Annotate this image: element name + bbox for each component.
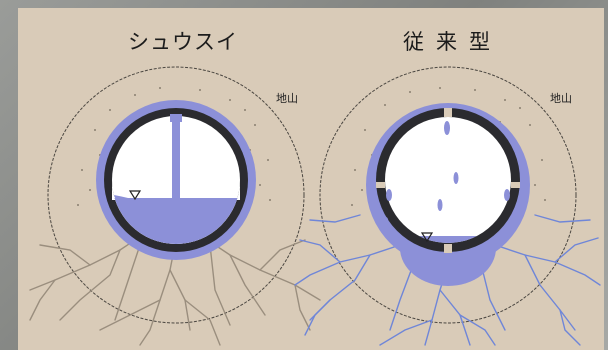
right-pooled-water bbox=[385, 236, 511, 243]
right-tunnel-interior bbox=[385, 117, 511, 243]
left-water-level-mark bbox=[128, 190, 142, 201]
left-tunnel-cross-section bbox=[96, 100, 256, 260]
right-leak-drops bbox=[383, 121, 510, 227]
left-ground-label: 地山 bbox=[276, 92, 298, 105]
right-tunnel-cross-section bbox=[366, 103, 530, 286]
right-diagram-title: 従来型 bbox=[403, 30, 502, 54]
left-ground-boundary bbox=[47, 66, 305, 324]
left-diagram-title: シュウスイ bbox=[128, 30, 238, 54]
right-ground-boundary bbox=[319, 66, 577, 324]
right-water-level-mark bbox=[420, 232, 434, 243]
left-center-divider bbox=[172, 114, 180, 208]
right-ground-label: 地山 bbox=[550, 92, 572, 105]
